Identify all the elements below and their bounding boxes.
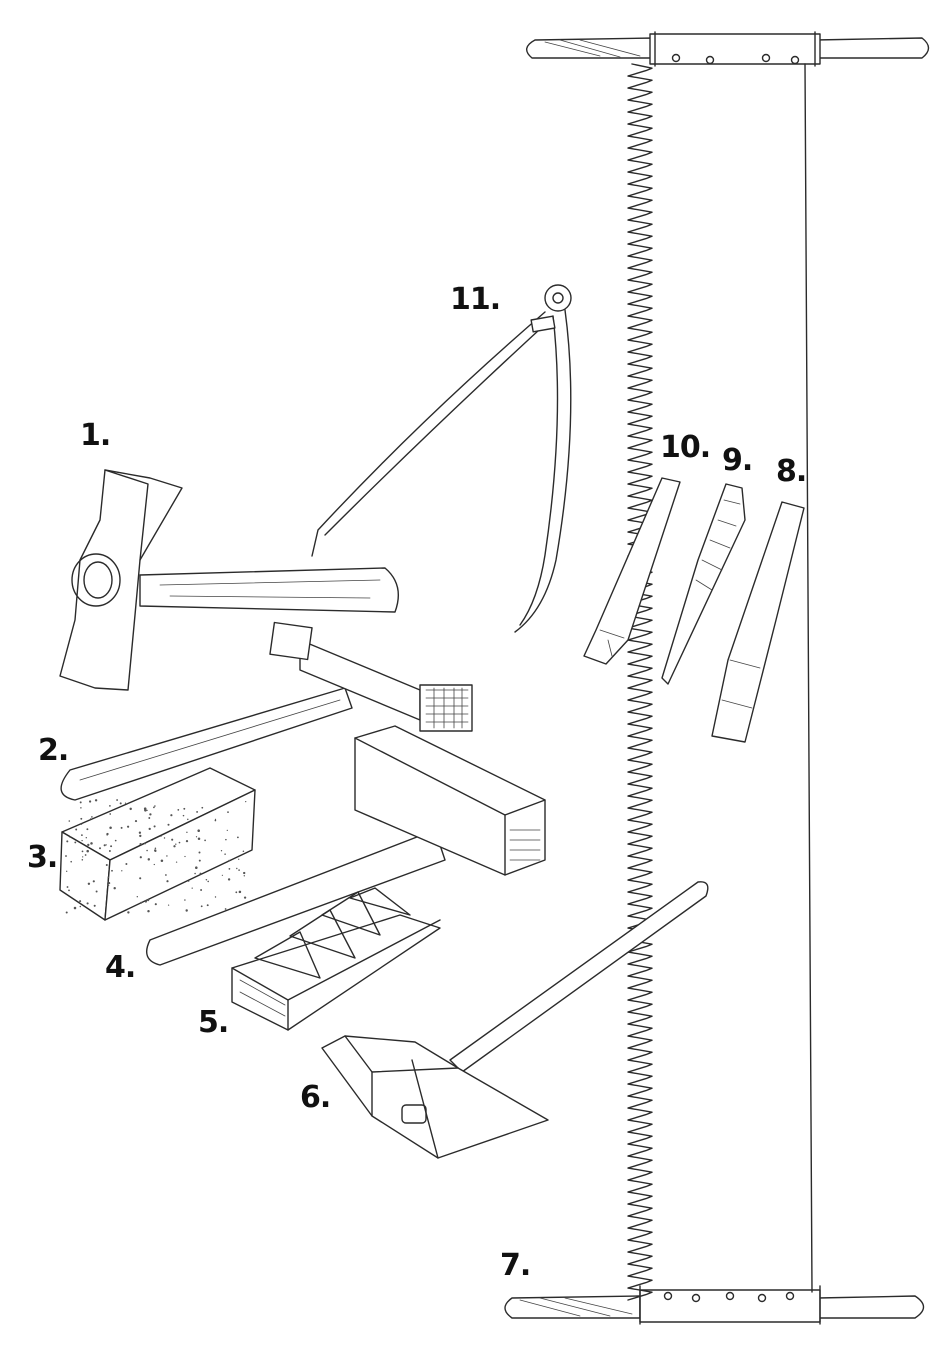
sledgehammer <box>321 881 709 1159</box>
label-2: 2. <box>38 733 69 768</box>
callipers <box>311 284 572 633</box>
label-11: 11. <box>450 282 501 317</box>
sanding-block <box>59 767 256 921</box>
wooden-mallet <box>146 725 546 966</box>
label-7: 7. <box>500 1248 531 1283</box>
saw-teeth <box>627 63 653 1301</box>
label-5: 5. <box>198 1005 229 1040</box>
label-8: 8. <box>776 454 807 489</box>
saw-bottom-handle <box>504 1285 925 1325</box>
pick-hammer <box>59 469 399 691</box>
label-3: 3. <box>27 840 58 875</box>
two-man-saw <box>504 31 930 1325</box>
label-1: 1. <box>80 418 111 453</box>
saw-blade-back-edge <box>804 63 813 1293</box>
bush-hammer <box>60 621 473 801</box>
saw-top-handle <box>526 31 930 67</box>
label-4: 4. <box>105 950 136 985</box>
label-9: 9. <box>722 443 753 478</box>
tooth-guide-block <box>231 887 441 1031</box>
label-6: 6. <box>300 1080 331 1115</box>
point-chisel <box>661 483 746 685</box>
label-10: 10. <box>660 430 711 465</box>
stipple-texture <box>65 799 247 914</box>
broad-chisel <box>711 501 805 743</box>
flat-chisel <box>583 477 681 665</box>
